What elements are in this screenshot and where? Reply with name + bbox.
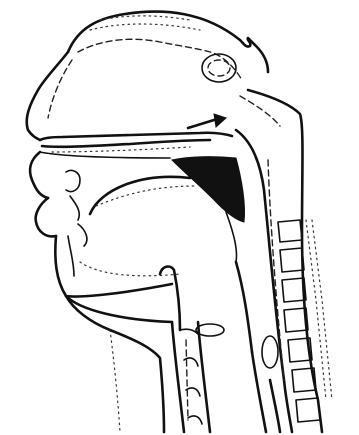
nasal-bones [27,52,232,140]
lips-teeth [30,152,87,276]
arrow-icon [188,114,226,128]
jaw [55,236,180,322]
soft-palate-region [172,157,245,222]
pharynx-channel [236,90,322,432]
hard-palate [40,140,210,158]
skull-outline [68,12,268,82]
larynx [172,322,224,432]
